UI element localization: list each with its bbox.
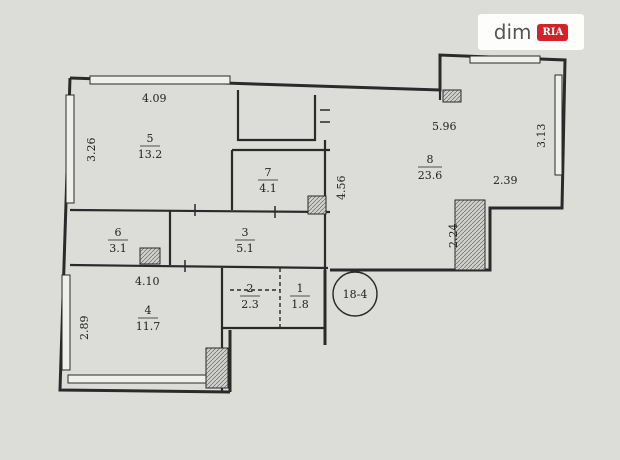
dashed-partitions — [230, 215, 326, 328]
fixtures — [139, 89, 486, 389]
room-1-number: 1 — [297, 282, 304, 295]
dimension-label: 4.56 — [335, 176, 348, 201]
room-1-area: 1.8 — [291, 298, 309, 311]
interior-walls — [69, 90, 442, 392]
room-7-number: 7 — [265, 166, 272, 179]
room-3-area: 5.1 — [236, 242, 254, 255]
door-openings — [184, 109, 330, 272]
windows — [61, 55, 563, 384]
watermark-badge: RIA — [537, 23, 569, 41]
room-6-area: 3.1 — [109, 242, 127, 255]
room-8-number: 8 — [427, 153, 434, 166]
room-3-number: 3 — [242, 226, 249, 239]
watermark-logo: dim RIA — [478, 14, 584, 50]
room-2-number: 2 — [247, 282, 254, 295]
room-4-number: 4 — [145, 304, 152, 317]
dimension-label: 4.09 — [142, 92, 167, 105]
room-8-area: 23.6 — [418, 169, 443, 182]
dimension-label: 3.26 — [85, 138, 98, 163]
dimension-label: 2.24 — [447, 224, 460, 249]
dimension-label: 5.96 — [432, 120, 457, 133]
room-5-number: 5 — [147, 132, 154, 145]
dimension-label: 3.13 — [535, 124, 548, 149]
dimension-label: 2.39 — [493, 174, 518, 187]
room-7-area: 4.1 — [259, 182, 277, 195]
dimension-label: 4.10 — [135, 275, 160, 288]
apartment-label: 18-4 — [343, 288, 368, 301]
dimension-label: 2.89 — [78, 316, 91, 341]
room-6-number: 6 — [115, 226, 122, 239]
apartment-badge: 18-4 — [332, 271, 378, 317]
watermark-brand: dim — [493, 20, 532, 44]
room-5-area: 13.2 — [138, 148, 163, 161]
room-2-area: 2.3 — [241, 298, 259, 311]
exterior-walls — [58, 53, 567, 394]
room-4-area: 11.7 — [136, 320, 161, 333]
